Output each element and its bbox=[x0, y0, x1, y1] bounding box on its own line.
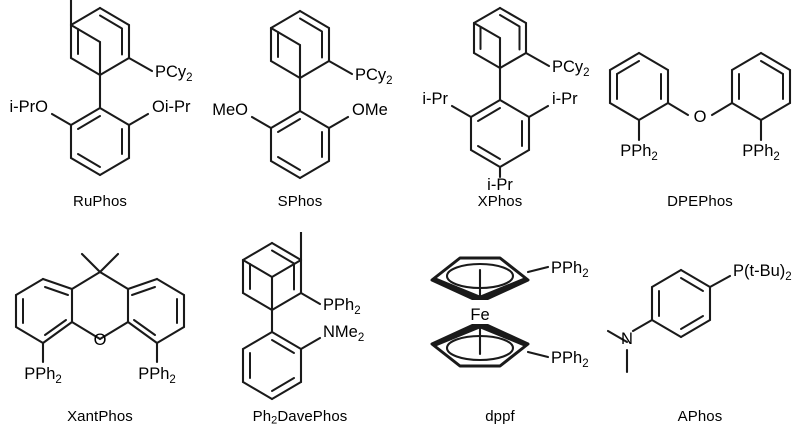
ph2davephos-label-nme2: NMe2 bbox=[323, 323, 364, 344]
caption-ruphos: RuPhos bbox=[73, 193, 127, 210]
dpephos-o-left-bond bbox=[666, 101, 690, 117]
sphos-ome-left-bond bbox=[250, 115, 273, 130]
ph2davephos-n-bond bbox=[299, 336, 322, 351]
sphos-p-bond bbox=[327, 59, 354, 76]
sphos-ome-right-bond bbox=[327, 115, 350, 130]
dppf-top-cp-ring bbox=[430, 256, 530, 304]
dppf-label-pph2-top: PPh2 bbox=[551, 259, 589, 280]
ruphos-o-right-bond bbox=[127, 112, 150, 127]
sphos-diagram: PCy2 MeO OMe bbox=[212, 9, 393, 180]
dppf-label-fe: Fe bbox=[470, 306, 489, 324]
structure-dpephos: O PPh2 PPh2 DPEPhos bbox=[600, 0, 800, 210]
aphos-n-methyl-upper bbox=[606, 329, 629, 344]
ruphos-bottom-ring bbox=[69, 106, 131, 177]
xantphos-methyl-left bbox=[80, 252, 102, 274]
xphos-label-ipr-right: i-Pr bbox=[552, 90, 578, 108]
structure-sphos: PCy2 MeO OMe SPhos bbox=[200, 0, 400, 210]
aphos-label-n: N bbox=[621, 330, 633, 348]
ruphos-p-bond bbox=[127, 56, 154, 73]
xantphos-right-ring bbox=[126, 277, 186, 345]
xphos-label-pcy2: PCy2 bbox=[552, 58, 590, 79]
ruphos-diagram: PCy2 i-PrO Oi-Pr bbox=[10, 0, 193, 177]
xantphos-diagram: O PPh2 PPh2 bbox=[14, 252, 186, 386]
aphos-n-ring-bond bbox=[631, 318, 654, 333]
xphos-label-ipr-left: i-Pr bbox=[422, 90, 448, 108]
ruphos-top-ring bbox=[69, 0, 131, 77]
xantphos-label-pph2-left: PPh2 bbox=[24, 365, 62, 386]
dpephos-label-o: O bbox=[694, 108, 707, 126]
aphos-diagram: N P(t-Bu)2 bbox=[606, 262, 792, 374]
caption-sphos: SPhos bbox=[277, 193, 323, 210]
structure-ph2davephos: PPh2 NMe2 Ph2DavePhos bbox=[200, 232, 400, 426]
caption-ph2davephos-prefix: Ph bbox=[252, 408, 272, 425]
ph2davephos-top-ring bbox=[241, 232, 303, 312]
xantphos-left-ring bbox=[14, 277, 74, 345]
ph2davephos-bottom-ring bbox=[241, 330, 303, 401]
dppf-p-bottom-bond bbox=[526, 350, 550, 359]
caption-xantphos: XantPhos bbox=[67, 408, 133, 425]
dpephos-label-pph2-left: PPh2 bbox=[620, 142, 658, 163]
dppf-diagram: Fe PPh2 PPh2 bbox=[430, 256, 589, 370]
ph2davephos-label-pph2: PPh2 bbox=[323, 296, 361, 317]
aphos-label-ptbu2: P(t-Bu)2 bbox=[733, 262, 792, 283]
aphos-ring bbox=[650, 268, 712, 339]
caption-xphos: XPhos bbox=[477, 193, 523, 210]
caption-ph2davephos-suffix: DavePhos bbox=[277, 408, 348, 425]
structure-dppf: Fe PPh2 PPh2 dppf bbox=[400, 232, 600, 425]
xantphos-label-o: O bbox=[94, 331, 107, 349]
dpephos-label-pph2-right: PPh2 bbox=[742, 142, 780, 163]
structure-aphos: N P(t-Bu)2 APhos bbox=[600, 232, 800, 425]
ruphos-label-ipro: i-PrO bbox=[10, 98, 49, 116]
xphos-ipr-right-bond bbox=[527, 104, 550, 119]
sphos-top-ring bbox=[269, 9, 331, 80]
ruphos-label-oipr: Oi-Pr bbox=[152, 98, 191, 116]
xantphos-label-pph2-right: PPh2 bbox=[138, 365, 176, 386]
ruphos-label-pcy2: PCy2 bbox=[155, 63, 193, 84]
sphos-label-ome: OMe bbox=[352, 101, 388, 119]
caption-dppf: dppf bbox=[485, 408, 515, 425]
xphos-ipr-left-bond bbox=[450, 104, 473, 119]
dpephos-right-ring bbox=[730, 51, 792, 122]
ph2davephos-diagram: PPh2 NMe2 bbox=[241, 232, 364, 401]
dpephos-left-ring bbox=[608, 51, 670, 122]
dpephos-diagram: O PPh2 PPh2 bbox=[608, 51, 792, 163]
xantphos-methyl-right bbox=[98, 252, 120, 274]
xantphos-central-ring bbox=[70, 270, 130, 341]
caption-ph2davephos: Ph2DavePhos bbox=[200, 408, 400, 426]
dppf-p-top-bond bbox=[526, 265, 550, 274]
xphos-diagram: PCy2 i-Pr i-Pr i-Pr bbox=[422, 6, 590, 190]
xphos-bottom-ring bbox=[469, 98, 531, 169]
structure-xphos: PCy2 i-Pr i-Pr i-Pr XPhos bbox=[400, 0, 600, 210]
structure-xantphos: O PPh2 PPh2 XantPhos bbox=[0, 232, 200, 425]
sphos-bottom-ring bbox=[269, 109, 331, 180]
sphos-label-pcy2: PCy2 bbox=[355, 66, 393, 87]
ruphos-o-left-bond bbox=[50, 112, 73, 127]
dpephos-o-right-bond bbox=[710, 101, 734, 117]
structure-ruphos: PCy2 i-PrO Oi-Pr RuPhos bbox=[0, 0, 200, 210]
caption-aphos: APhos bbox=[677, 408, 723, 425]
caption-dpephos: DPEPhos bbox=[667, 193, 733, 210]
sphos-label-meo: MeO bbox=[212, 101, 248, 119]
caption-ph2davephos-sub: 2 bbox=[271, 414, 278, 427]
ph2davephos-p-bond bbox=[299, 291, 322, 306]
xphos-p-bond bbox=[524, 51, 551, 68]
xphos-top-ring bbox=[472, 6, 528, 70]
dppf-label-pph2-bottom: PPh2 bbox=[551, 349, 589, 370]
dppf-bottom-cp-ring bbox=[430, 320, 530, 368]
aphos-p-bond bbox=[708, 274, 732, 289]
dppf-fe-label-backing bbox=[462, 300, 498, 324]
xphos-label-ipr-bottom: i-Pr bbox=[487, 176, 513, 190]
